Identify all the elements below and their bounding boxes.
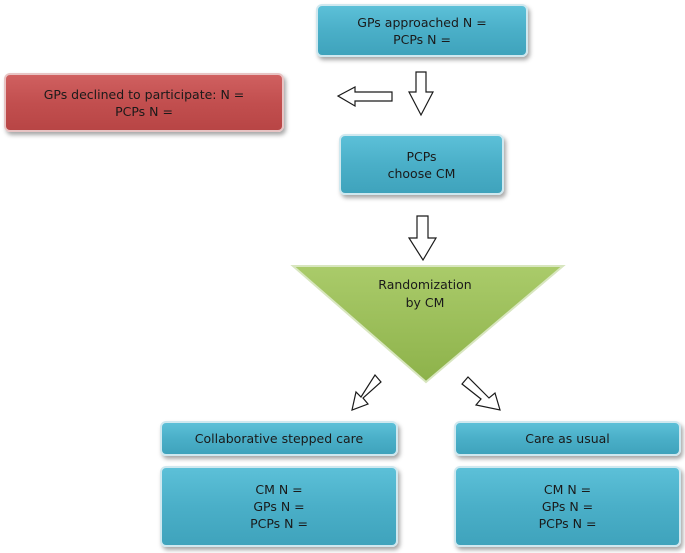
randomization-line-2: by CM <box>405 295 445 310</box>
arrow-left-declined <box>336 86 393 108</box>
gps-approached-box: GPs approached N = PCPs N = <box>316 4 528 57</box>
arm-count-cm: CM N = <box>543 482 592 497</box>
arrow-down-1 <box>408 71 434 117</box>
arm-count-pcps: PCPs N = <box>538 516 597 531</box>
declined-line-1: GPs declined to participate: N = <box>43 86 245 102</box>
arm-count-cm: CM N = <box>255 482 303 497</box>
approached-line-1: GPs approached N = <box>357 14 487 30</box>
randomization-line-1: Randomization <box>378 277 472 292</box>
randomization-label: Randomization by CM <box>355 276 495 312</box>
declined-box: GPs declined to participate: N = PCPs N … <box>4 73 284 132</box>
arm-counts-care-as-usual: CM N = GPs N = PCPs N = <box>454 466 681 547</box>
arm-counts-collaborative: CM N = GPs N = PCPs N = <box>160 466 398 547</box>
arrow-down-2 <box>407 215 438 262</box>
arm-label-collaborative: Collaborative stepped care <box>160 421 398 456</box>
arm-label-text: Collaborative stepped care <box>194 431 364 446</box>
arm-label-care-as-usual: Care as usual <box>454 421 681 456</box>
approached-line-2: PCPs N = <box>393 31 451 47</box>
arrow-diag-left <box>351 373 382 411</box>
pcps-choose-cm-box: PCPs choose CM <box>339 134 504 195</box>
arrow-diag-right <box>461 376 501 411</box>
arm-count-pcps: PCPs N = <box>250 516 308 531</box>
arm-label-text: Care as usual <box>525 431 610 446</box>
declined-line-2: PCPs N = <box>115 103 173 119</box>
randomization-triangle <box>290 265 566 384</box>
arm-count-gps: GPs N = <box>541 499 594 514</box>
arm-count-gps: GPs N = <box>253 499 305 514</box>
choose-line-1: PCPs <box>406 148 437 164</box>
choose-line-2: choose CM <box>387 165 456 181</box>
